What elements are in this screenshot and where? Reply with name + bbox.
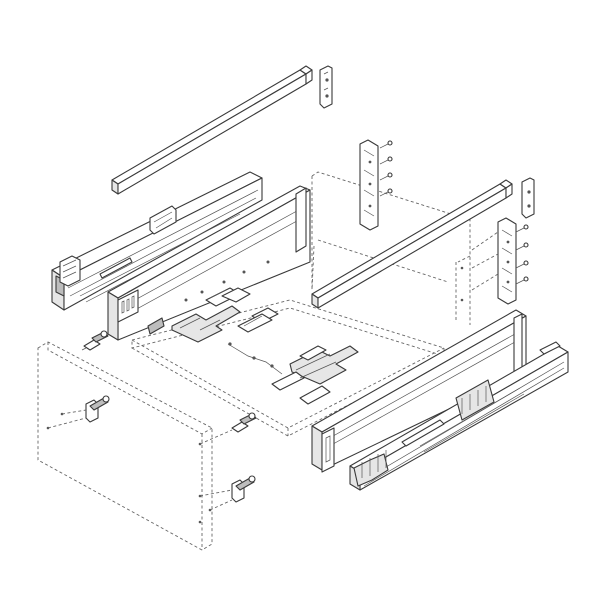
locking-device-left: [171, 287, 279, 343]
drawer-side-left: [107, 185, 311, 341]
front-fixing-front-left: [47, 395, 110, 429]
screw-set-right: [515, 224, 529, 285]
front-fixing-front-right: [199, 475, 256, 511]
rear-bracket-right: [471, 217, 529, 305]
screw-set-left: [379, 140, 393, 197]
rear-bracket-left: [359, 139, 393, 231]
locking-device-right: [227, 342, 359, 405]
runner-right: [349, 341, 569, 491]
rear-gallery-rail-left: [111, 65, 313, 195]
gallery-connector-right: [521, 177, 535, 219]
front-panel: [37, 341, 213, 551]
runner-left: [51, 171, 263, 311]
front-clip-left: [147, 317, 165, 335]
front-fixing-left: [81, 330, 109, 351]
rear-gallery-rail-right: [311, 179, 513, 309]
front-fixing-right: [199, 412, 257, 445]
drawer-side-right: [311, 309, 527, 473]
gallery-connector-left: [319, 65, 333, 109]
